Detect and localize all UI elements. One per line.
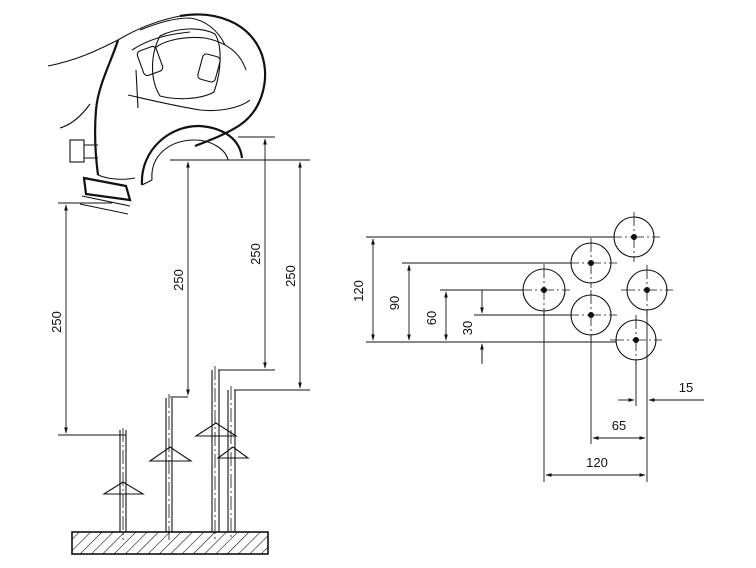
- dim-90-vertical: 90: [387, 296, 402, 310]
- probe-2: [148, 394, 193, 540]
- dim-120-horizontal: 120: [586, 455, 608, 470]
- probe-4: [216, 386, 250, 540]
- base-plate: [71, 531, 269, 555]
- hole-2: [565, 238, 617, 288]
- dim-30-vertical: 30: [460, 321, 475, 335]
- hole-6: [610, 315, 662, 365]
- dim-250-b: 250: [171, 269, 186, 291]
- hole-1: [608, 212, 660, 262]
- dim-15-horizontal: 15: [679, 380, 693, 395]
- dim-65-horizontal: 65: [612, 418, 626, 433]
- hole-4: [621, 265, 673, 315]
- left-dimension-lines: [58, 136, 310, 436]
- hole-pattern: [518, 212, 673, 365]
- dim-120-vertical: 120: [351, 280, 366, 302]
- gas-mask: [47, 13, 267, 215]
- right-dimension-lines: [366, 236, 704, 482]
- hole-3: [518, 264, 570, 316]
- hole-5: [565, 290, 617, 340]
- dim-250-a: 250: [49, 311, 64, 333]
- probe-1: [102, 428, 145, 540]
- dim-250-d: 250: [283, 265, 298, 287]
- dim-250-c: 250: [248, 243, 263, 265]
- dim-60-vertical: 60: [424, 311, 439, 325]
- probe-3: [194, 366, 238, 540]
